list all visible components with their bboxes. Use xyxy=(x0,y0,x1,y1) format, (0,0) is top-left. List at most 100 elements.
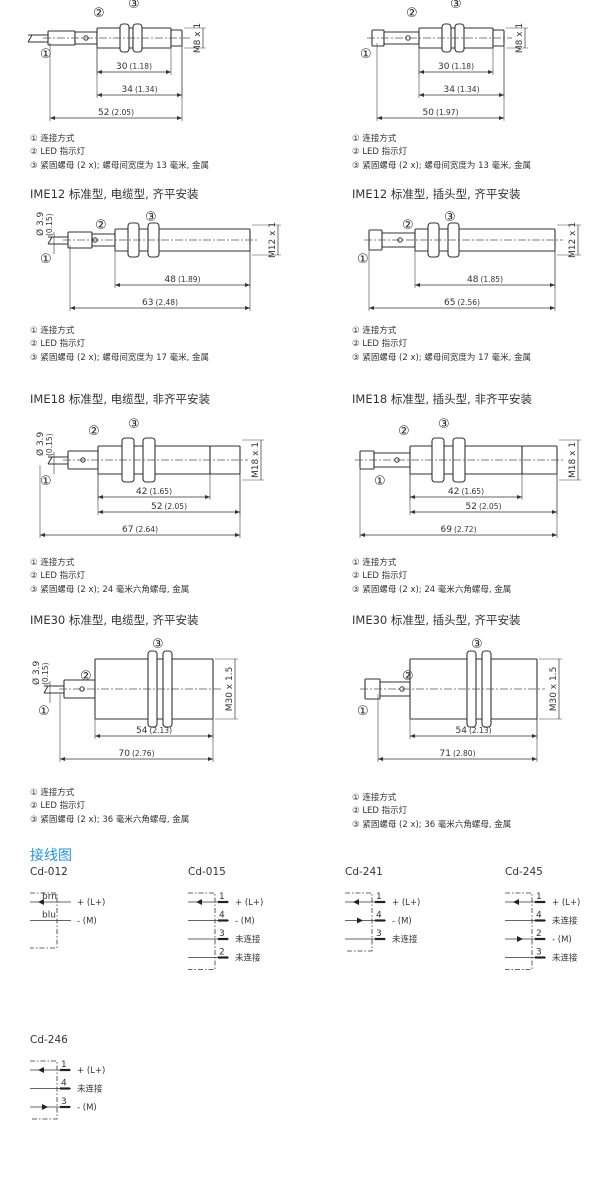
led-icon xyxy=(83,35,89,41)
callout-2: ② xyxy=(406,6,418,21)
arrow-left-icon xyxy=(513,899,519,905)
dimension-label: 30(1.18) xyxy=(438,62,474,72)
pin-function: 未连接 xyxy=(235,953,261,964)
legend-note: ② LED 指示灯 xyxy=(30,147,86,158)
callout-2: ② xyxy=(402,218,414,233)
callout-2: ② xyxy=(93,6,105,21)
callout-2: ② xyxy=(398,424,410,439)
legend-note: ① 连接方式 xyxy=(30,788,75,798)
legend-note: ③ 紧固螺母 (2 x); 24 毫米六角螺母, 金属 xyxy=(352,584,512,595)
pin-number: 4 xyxy=(376,911,382,921)
cable-icon xyxy=(47,236,68,245)
pin-number: 4 xyxy=(61,1079,67,1089)
pin-number: 3 xyxy=(219,929,225,939)
led-icon xyxy=(399,686,405,692)
callout-3: ③ xyxy=(444,210,456,225)
pin-function: + (L+) xyxy=(552,898,580,908)
led-icon xyxy=(79,686,85,692)
legend-note: ① 连接方式 xyxy=(30,558,75,568)
callout-1: ① xyxy=(40,252,52,267)
legend-note: ① 连接方式 xyxy=(352,134,397,144)
pin-function: - (M) xyxy=(552,935,572,945)
dimension-label: 52(2.05) xyxy=(98,108,134,118)
dimension-label: 48(1.85) xyxy=(467,275,503,285)
wiring-diagram-label: Cd-012 xyxy=(30,866,68,878)
callout-2: ② xyxy=(95,218,107,233)
dimension-label: 50(1.97) xyxy=(422,108,458,118)
pin-number: 1 xyxy=(61,1060,67,1070)
arrow-right-icon xyxy=(357,917,363,924)
pin-function: 未连接 xyxy=(552,953,578,964)
callout-1: ① xyxy=(40,474,52,489)
pin-function: + (L+) xyxy=(392,898,420,908)
legend-note: ① 连接方式 xyxy=(30,326,75,336)
pin-number: 3 xyxy=(376,929,382,939)
pin-function: - (M) xyxy=(392,917,412,927)
drawing-title: IME12 标准型, 电缆型, 齐平安装 xyxy=(30,187,199,201)
legend-note: ② LED 指示灯 xyxy=(30,801,86,812)
arrow-right-icon xyxy=(517,936,523,942)
led-icon xyxy=(92,237,98,243)
cable-icon xyxy=(27,34,48,43)
thread-size-label: M12 x 1 xyxy=(268,222,278,258)
cable-icon xyxy=(47,456,68,465)
cable-icon xyxy=(43,685,64,694)
pin-number: blu xyxy=(42,911,56,921)
thread-size-label: M12 x 1 xyxy=(568,222,578,258)
pin-number: 4 xyxy=(536,911,542,921)
dimension-label: 34(1.34) xyxy=(121,85,157,95)
pin-function: + (L+) xyxy=(77,898,105,908)
dimension-label: 67(2.64) xyxy=(122,525,158,535)
wiring-diagram: 1 + (L+) 4 - (M) 3 未连接 2 未连接 xyxy=(188,892,263,970)
legend-note: ② LED 指示灯 xyxy=(352,339,408,350)
dimension-label: 63(2.48) xyxy=(142,298,178,308)
legend-note: ③ 紧固螺母 (2 x); 24 毫米六角螺母, 金属 xyxy=(30,584,190,595)
callout-2: ② xyxy=(80,669,92,684)
pin-number: 4 xyxy=(219,911,225,921)
pin-number: 2 xyxy=(219,948,225,958)
pin-function: 未连接 xyxy=(235,934,261,945)
legend-note: ② LED 指示灯 xyxy=(352,806,408,817)
dimension-label: 70(2.76) xyxy=(118,749,154,759)
dimension-label: 54(2.13) xyxy=(455,726,491,736)
wiring-diagram-label: Cd-245 xyxy=(505,866,543,878)
dimension-label: 42(1.65) xyxy=(136,487,172,497)
pin-function: - (M) xyxy=(235,917,255,927)
cable-diameter-label: Ø 3.9(0.15) xyxy=(31,660,50,685)
callout-1: ① xyxy=(357,252,369,267)
dimension-label: 71(2.80) xyxy=(439,749,475,759)
pin-function: + (L+) xyxy=(77,1066,105,1076)
led-icon xyxy=(405,35,411,41)
callout-2: ② xyxy=(402,669,414,684)
callout-1: ① xyxy=(357,704,369,719)
led-icon xyxy=(80,457,86,463)
pin-function: + (L+) xyxy=(235,898,263,908)
drawing-title: IME30 标准型, 插头型, 齐平安装 xyxy=(352,613,521,627)
pin-function: - (M) xyxy=(77,917,97,927)
arrow-left-icon xyxy=(38,899,44,905)
dimension-label: 42(1.65) xyxy=(448,487,484,497)
pin-function: 未连接 xyxy=(77,1084,103,1095)
callout-3: ③ xyxy=(438,417,450,432)
legend-note: ② LED 指示灯 xyxy=(30,339,86,350)
thread-size-label: M18 x 1 xyxy=(251,442,261,478)
cable-diameter-label: Ø 3.9(0.15) xyxy=(35,211,54,236)
led-icon xyxy=(394,457,400,463)
pin-number: 1 xyxy=(219,892,225,902)
